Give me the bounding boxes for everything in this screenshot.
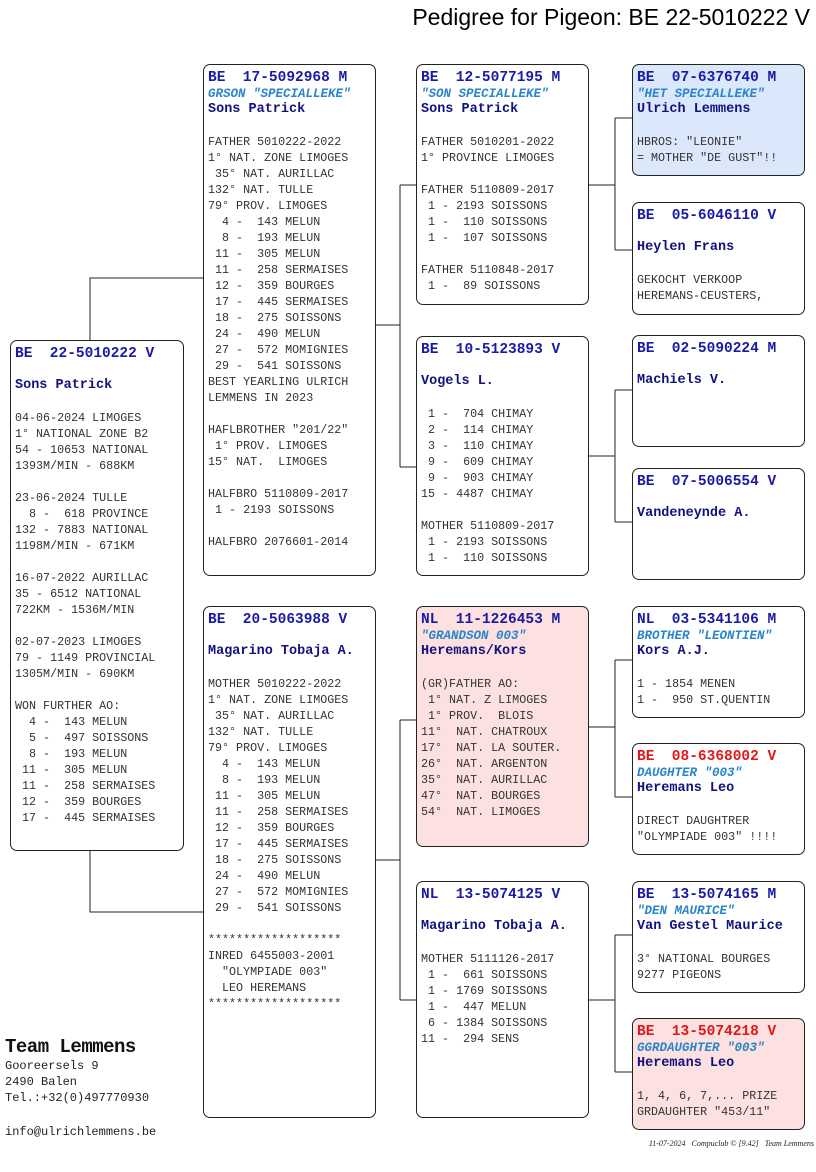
ring-number: BE 20-5063988 V (208, 612, 348, 628)
pigeon-results: DIRECT DAUGHTRER "OLYMPIADE 003" !!!! (637, 814, 778, 844)
pigeon-nickname: "DEN MAURICE" (637, 904, 735, 918)
owner-name: Magarino Tobaja A. (208, 644, 354, 659)
pigeon-nickname (421, 358, 588, 374)
pigeon-box-maternal-grandfather[interactable]: NL 11-1226453 M"GRANDSON 003"Heremans/Ko… (416, 606, 589, 847)
ring-number: BE 13-5074165 M (637, 887, 777, 903)
owner-name: Heremans Leo (637, 1056, 735, 1071)
pigeon-box-ggparent-7[interactable]: BE 13-5074165 M"DEN MAURICE"Van Gestel M… (632, 881, 805, 993)
pigeon-results: 3° NATIONAL BOURGES 9277 PIGEONS (637, 952, 771, 982)
pigeon-nickname: "GRANDSON 003" (421, 629, 527, 643)
pigeon-results: 04-06-2024 LIMOGES 1° NATIONAL ZONE B2 5… (15, 411, 156, 825)
pigeon-results: GEKOCHT VERKOOP HEREMANS-CEUSTERS, (637, 273, 764, 303)
pigeon-nickname: GGRDAUGHTER "003" (637, 1041, 765, 1055)
ring-number: BE 10-5123893 V (421, 342, 561, 358)
footer-credit: 11-07-2024 Compuclub © [9.42] Team Lemme… (648, 1139, 814, 1148)
ring-number: BE 13-5074218 V (637, 1024, 777, 1040)
owner-name: Van Gestel Maurice (637, 919, 783, 934)
ring-number: BE 08-6368002 V (637, 749, 777, 765)
ring-number: BE 22-5010222 V (15, 346, 155, 362)
breeder-info: Team Lemmens Gooreersels 9 2490 Balen Te… (5, 1036, 149, 1106)
ring-number: NL 03-5341106 M (637, 612, 777, 628)
ring-number: NL 11-1226453 M (421, 612, 561, 628)
owner-name: Vandeneynde A. (637, 506, 751, 521)
pigeon-nickname (637, 490, 804, 506)
pigeon-box-subject[interactable]: BE 22-5010222 V Sons Patrick 04-06-2024 LI… (10, 340, 184, 851)
owner-name: Kors A.J. (637, 644, 710, 659)
pigeon-nickname (637, 357, 804, 373)
pigeon-nickname (421, 903, 588, 919)
owner-name: Heremans Leo (637, 781, 735, 796)
pigeon-results: MOTHER 5111126-2017 1 - 661 SOISSONS 1 -… (421, 952, 555, 1046)
pigeon-box-ggparent-4[interactable]: BE 07-5006554 V Vandeneynde A. (632, 468, 805, 580)
ring-number: BE 12-5077195 M (421, 70, 561, 86)
ring-number: NL 13-5074125 V (421, 887, 561, 903)
pigeon-box-mother[interactable]: BE 20-5063988 V Magarino Tobaja A. MOTHER … (203, 606, 376, 1118)
ring-number: BE 02-5090224 M (637, 341, 777, 357)
ring-number: BE 07-5006554 V (637, 474, 777, 490)
owner-name: Sons Patrick (421, 102, 519, 117)
pigeon-results: HBROS: "LEONIE" = MOTHER "DE GUST"!! (637, 135, 778, 165)
pigeon-nickname (208, 628, 375, 644)
pigeon-box-maternal-grandmother[interactable]: NL 13-5074125 V Magarino Tobaja A. MOTHER … (416, 881, 589, 1118)
owner-name: Sons Patrick (15, 378, 113, 393)
pigeon-results: MOTHER 5010222-2022 1° NAT. ZONE LIMOGES… (208, 677, 349, 1011)
pigeon-box-paternal-grandmother[interactable]: BE 10-5123893 V Vogels L. 1 - 704 CHIMAY … (416, 336, 589, 576)
breeder-name: Team Lemmens (5, 1036, 136, 1058)
pigeon-box-paternal-grandfather[interactable]: BE 12-5077195 M"SON SPECIALLEKE"Sons Pat… (416, 64, 589, 305)
pigeon-results: 1 - 704 CHIMAY 2 - 114 CHIMAY 3 - 110 CH… (421, 407, 555, 565)
pigeon-box-ggparent-3[interactable]: BE 02-5090224 M Machiels V. (632, 335, 805, 447)
owner-name: Sons Patrick (208, 102, 306, 117)
pigeon-nickname: BROTHER "LEONTIEN" (637, 629, 773, 643)
breeder-email[interactable]: info@ulrichlemmens.be (5, 1125, 157, 1139)
pigeon-nickname: "HET SPECIALLEKE" (637, 87, 765, 101)
owner-name: Heylen Frans (637, 240, 735, 255)
pigeon-nickname: DAUGHTER "003" (637, 766, 743, 780)
owner-name: Ulrich Lemmens (637, 102, 751, 117)
pigeon-nickname: "SON SPECIALLEKE" (421, 87, 549, 101)
breeder-city: 2490 Balen (5, 1075, 78, 1089)
pigeon-nickname: GRSON "SPECIALLEKE" (208, 87, 351, 101)
pigeon-nickname (15, 362, 183, 378)
pigeon-results: FATHER 5010222-2022 1° NAT. ZONE LIMOGES… (208, 135, 349, 549)
ring-number: BE 07-6376740 M (637, 70, 777, 86)
pigeon-results: FATHER 5010201-2022 1° PROVINCE LIMOGES … (421, 135, 555, 293)
owner-name: Vogels L. (421, 374, 494, 389)
ring-number: BE 17-5092968 M (208, 70, 348, 86)
owner-name: Machiels V. (637, 373, 727, 388)
pigeon-nickname (637, 224, 804, 240)
pigeon-box-ggparent-1[interactable]: BE 07-6376740 M"HET SPECIALLEKE"Ulrich L… (632, 64, 805, 176)
ring-number: BE 05-6046110 V (637, 208, 777, 224)
pigeon-results: 1 - 1854 MENEN 1 - 950 ST.QUENTIN (637, 677, 771, 707)
breeder-phone: Tel.:+32(0)497770930 (5, 1091, 150, 1105)
pigeon-results: 1, 4, 6, 7,... PRIZE GRDAUGHTER "453/11" (637, 1089, 778, 1119)
pigeon-results: (GR)FATHER AO: 1° NAT. Z LIMOGES 1° PROV… (421, 677, 562, 819)
page-title: Pedigree for Pigeon: BE 22-5010222 V (412, 4, 810, 30)
owner-name: Magarino Tobaja A. (421, 919, 567, 934)
breeder-street: Gooreersels 9 (5, 1059, 99, 1073)
owner-name: Heremans/Kors (421, 644, 527, 659)
